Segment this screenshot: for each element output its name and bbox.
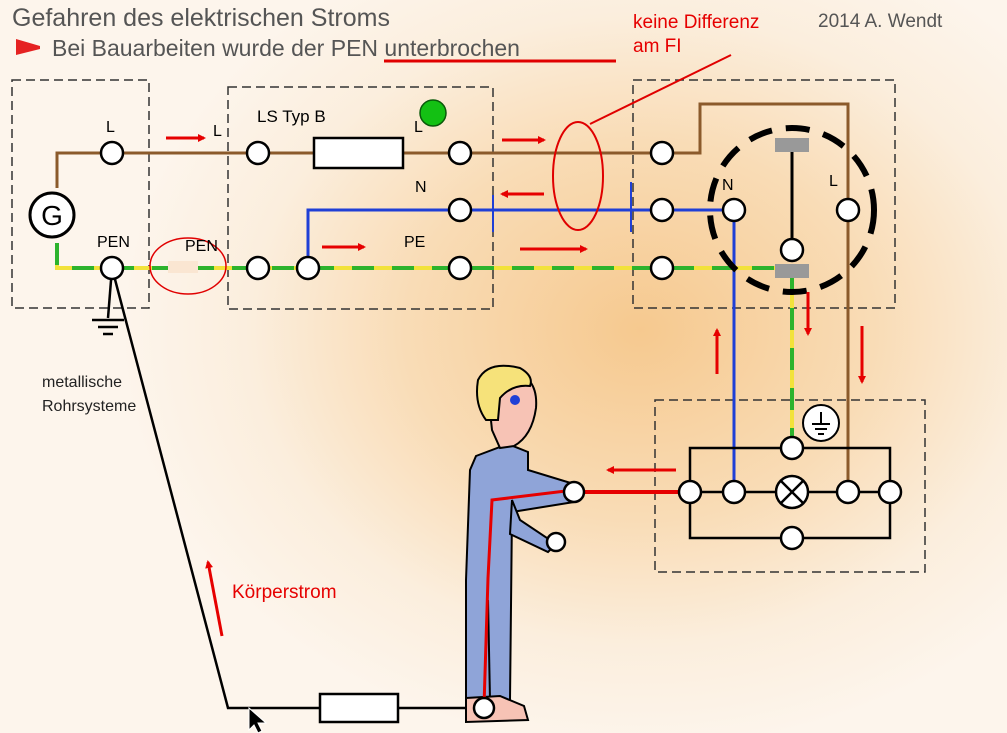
junction-terminal-3	[835, 479, 861, 505]
subtitle: Bei Bauarbeiten wurde der PEN unterbroch…	[52, 35, 520, 61]
ls-label-L-out: L	[414, 119, 423, 136]
terminals	[99, 140, 903, 551]
terminal-ls-PE	[447, 255, 473, 281]
person-body	[465, 442, 575, 701]
person-eye	[510, 395, 520, 405]
credit: 2014 A. Wendt	[818, 11, 943, 32]
junction-terminal-2	[721, 479, 747, 505]
pe-wire-green	[55, 243, 794, 448]
generator-symbol	[28, 191, 76, 239]
socket-contact-L	[835, 197, 861, 223]
generator-box	[11, 79, 150, 309]
terminal-gen-PEN	[99, 255, 125, 281]
socket-earth-clip-bottom	[775, 264, 809, 278]
pipes-label-1: metallische	[42, 374, 122, 391]
body-current-path	[482, 488, 575, 707]
person-hair	[476, 364, 532, 421]
terminal-ls-L-in	[245, 140, 271, 166]
ls-label-N: N	[415, 179, 427, 196]
terminal-ls-PEN-in	[245, 255, 271, 281]
mouse-cursor-icon	[248, 706, 268, 733]
earth-return-wire	[110, 267, 320, 710]
generator-letter: G	[41, 200, 63, 231]
ls-title: LS Typ B	[257, 107, 326, 126]
pe-wire-yellow	[55, 243, 794, 448]
fuse-symbol	[312, 136, 405, 170]
socket-contact-N	[721, 197, 747, 223]
person-leg-split	[487, 599, 491, 701]
pipes-label-2: Rohrsysteme	[42, 398, 136, 415]
terminal-sock-L	[649, 140, 675, 166]
terminal-ls-N	[447, 197, 473, 223]
fi-pointer	[589, 54, 732, 125]
gen-label-L: L	[106, 119, 115, 136]
body-resistance-symbol	[318, 692, 400, 724]
socket-label-L: L	[829, 173, 838, 190]
neutral-wire	[306, 208, 736, 492]
junction-terminal-1	[677, 479, 703, 505]
breaker-indicator-icon	[419, 99, 447, 127]
junction-terminal-5	[779, 525, 805, 551]
socket-box	[632, 79, 896, 309]
fi-annotation-line2: am FI	[633, 36, 682, 57]
ls-label-L-in: L	[213, 123, 222, 140]
ls-label-PE: PE	[404, 234, 425, 251]
pen-break-gap	[168, 261, 198, 273]
terminal-gen-L	[99, 140, 125, 166]
breaker-box	[227, 86, 494, 310]
person-other-hand	[545, 531, 567, 553]
current-arrows	[166, 134, 866, 637]
terminal-sock-N	[649, 197, 675, 223]
body-current-label: Körperstrom	[232, 582, 337, 603]
lamp-cross-b	[780, 480, 804, 504]
junction-terminal-pe	[779, 435, 805, 461]
break-label-PEN: PEN	[185, 238, 218, 255]
page-title: Gefahren des elektrischen Stroms	[12, 4, 390, 32]
socket-outline	[707, 125, 877, 295]
terminal-ls-L-out	[447, 140, 473, 166]
gen-label-PEN: PEN	[97, 234, 130, 251]
fi-annotation-line1: keine Differenz	[633, 12, 759, 33]
socket-earth-clip-top	[775, 138, 809, 152]
fi-marker	[552, 121, 604, 231]
terminal-ls-PEN-split	[295, 255, 321, 281]
person-figure	[465, 364, 586, 724]
person-foot-contact	[472, 696, 496, 720]
socket-contact-PE	[779, 237, 805, 263]
terminal-sock-PE	[649, 255, 675, 281]
play-arrow-icon	[16, 39, 40, 55]
socket-label-N: N	[722, 177, 734, 194]
person-hand	[562, 480, 586, 504]
arrow-body-up	[205, 560, 224, 637]
pen-break-marker	[149, 237, 227, 295]
junction-terminal-4	[877, 479, 903, 505]
